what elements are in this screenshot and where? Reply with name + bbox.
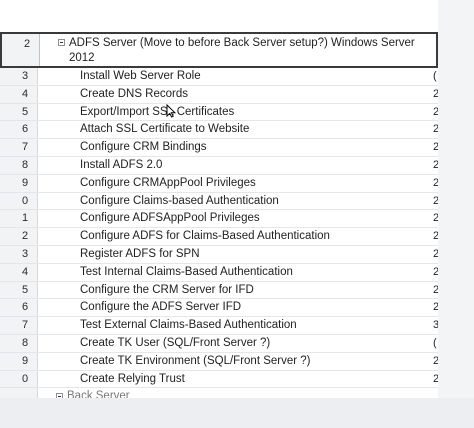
row-number: 0 — [0, 192, 38, 210]
summary-task-name[interactable]: Back Server — [67, 390, 130, 398]
task-row[interactable]: 0 Configure Claims-based Authentication 2 — [0, 192, 438, 211]
next-column-value: 2 — [433, 354, 438, 367]
task-row[interactable]: 7 Configure CRM Bindings 2 — [0, 139, 438, 157]
task-name[interactable]: Configure CRMAppPool Privileges — [80, 176, 256, 189]
row-number: 6 — [0, 299, 38, 317]
next-column-value: 2 — [433, 141, 438, 154]
task-name[interactable]: Configure the ADFS Server IFD — [80, 301, 242, 314]
task-name[interactable]: Register ADFS for SPN — [80, 247, 200, 260]
task-name[interactable]: Configure ADFS for Claims-Based Authenti… — [80, 230, 330, 243]
row-number: 9 — [0, 352, 38, 370]
collapse-icon[interactable] — [56, 393, 63, 398]
mouse-cursor-icon — [166, 104, 176, 118]
task-name[interactable]: Create Relying Trust — [80, 372, 185, 385]
task-row[interactable]: 7 Test External Claims-Based Authenticati… — [0, 317, 438, 335]
task-name[interactable]: Create TK User (SQL/Front Server ?) — [80, 336, 271, 349]
task-row[interactable]: 9 Create TK Environment (SQL/Front Server… — [0, 352, 438, 371]
row-number: 5 — [0, 103, 38, 121]
row-number: 7 — [0, 317, 38, 334]
next-column-value: ( — [433, 336, 437, 349]
window-edge-bottom — [0, 398, 474, 428]
next-column-value: 2 — [433, 194, 438, 207]
row-number: 4 — [0, 85, 38, 103]
next-column-value: 3 — [433, 319, 438, 332]
row-number: 3 — [0, 68, 38, 85]
next-column-value: 2 — [433, 123, 438, 136]
task-row[interactable]: 3 Register ADFS for SPN 2 — [0, 245, 438, 264]
row-number: 7 — [0, 139, 38, 156]
task-row[interactable]: 6 Configure the ADFS Server IFD 2 — [0, 299, 438, 318]
task-row[interactable]: 0 Create Relying Trust 2 — [0, 370, 438, 389]
task-name[interactable]: Configure CRM Bindings — [80, 141, 207, 154]
task-name[interactable]: Test External Claims-Based Authenticatio… — [80, 319, 297, 332]
summary-task-name[interactable]: ADFS Server (Move to before Back Server … — [69, 37, 415, 64]
row-number — [0, 388, 38, 398]
next-column-value: 2 — [433, 87, 438, 100]
task-row[interactable]: 8 Install ADFS 2.0 2 — [0, 156, 438, 175]
task-row[interactable]: 1 Configure ADFSAppPool Privileges 2 — [0, 210, 438, 229]
task-name[interactable]: Configure Claims-based Authentication — [80, 194, 279, 207]
row-number: 3 — [0, 245, 38, 263]
row-number: 2 — [2, 34, 40, 66]
task-row[interactable]: 5 Configure the CRM Server for IFD 2 — [0, 281, 438, 300]
row-number: 6 — [0, 121, 38, 139]
row-number: 9 — [0, 174, 38, 192]
next-column-value: 2 — [433, 265, 438, 278]
next-column-value: 2 — [433, 247, 438, 260]
window-edge-right — [438, 0, 474, 428]
next-column-value: 2 — [433, 283, 438, 296]
row-number: 2 — [0, 228, 38, 245]
task-name[interactable]: Create DNS Records — [80, 87, 189, 100]
next-column-value: 2 — [433, 212, 438, 225]
task-grid: 2 ADFS Server (Move to before Back Serve… — [0, 32, 438, 398]
task-name[interactable]: Create TK Environment (SQL/Front Server … — [80, 354, 311, 367]
summary-row-back-server[interactable]: Back Server — [0, 388, 438, 398]
task-sheet: 2 ADFS Server (Move to before Back Serve… — [0, 0, 438, 398]
row-number: 8 — [0, 334, 38, 352]
row-number: 4 — [0, 263, 38, 281]
next-column-value: ( — [433, 70, 437, 82]
row-number: 0 — [0, 370, 38, 388]
task-row[interactable]: 4 Create DNS Records 2 — [0, 85, 438, 104]
task-name[interactable]: Install ADFS 2.0 — [80, 158, 163, 171]
task-name[interactable]: Attach SSL Certificate to Website — [80, 123, 250, 136]
task-name[interactable]: Configure ADFSAppPool Privileges — [80, 212, 260, 225]
row-number: 5 — [0, 281, 38, 299]
task-name[interactable]: Test Internal Claims-Based Authenticatio… — [80, 265, 293, 278]
next-column-value: 2 — [433, 105, 438, 118]
task-row[interactable]: 2 Configure ADFS for Claims-Based Authent… — [0, 228, 438, 246]
next-column-value: 2 — [433, 176, 438, 189]
row-number: 8 — [0, 156, 38, 174]
task-row[interactable]: 3 Install Web Server Role ( — [0, 68, 438, 86]
row-number: 1 — [0, 210, 38, 228]
next-column-value: 2 — [433, 230, 438, 243]
task-name[interactable]: Configure the CRM Server for IFD — [80, 283, 254, 296]
task-row[interactable]: 4 Test Internal Claims-Based Authenticati… — [0, 263, 438, 282]
next-column-value: 2 — [433, 372, 438, 385]
task-row[interactable]: 8 Create TK User (SQL/Front Server ?) ( — [0, 334, 438, 353]
next-column-value: 2 — [433, 301, 438, 314]
task-name[interactable]: Install Web Server Role — [80, 70, 201, 82]
next-column-value: 2 — [433, 158, 438, 171]
task-row[interactable]: 9 Configure CRMAppPool Privileges 2 — [0, 174, 438, 193]
task-row[interactable]: 5 Export/Import SSL Certificates 2 — [0, 103, 438, 122]
summary-row-adfs-server[interactable]: 2 ADFS Server (Move to before Back Serve… — [0, 32, 438, 68]
collapse-icon[interactable] — [58, 39, 65, 46]
task-row[interactable]: 6 Attach SSL Certificate to Website 2 — [0, 121, 438, 140]
task-name[interactable]: Export/Import SSL Certificates — [80, 105, 235, 118]
